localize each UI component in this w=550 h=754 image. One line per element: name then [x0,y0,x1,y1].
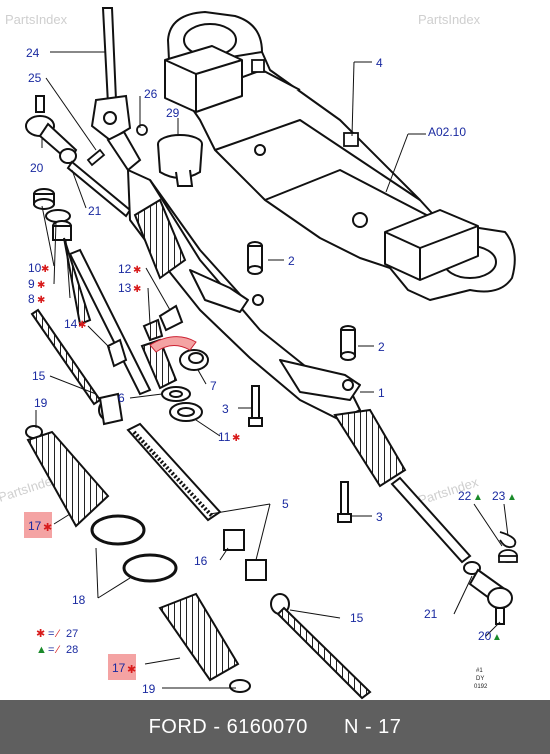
callout-13: 13 [118,281,132,295]
triangle-icon: ▲ [36,644,47,656]
housing-boot-right [333,408,407,488]
dust-cover-29 [157,134,203,187]
clip-18 [90,514,178,583]
rack-bar [126,422,222,522]
callout-15-lower: 15 [350,611,364,625]
tie-rod-right [390,476,513,625]
star-icon: ✱ [43,522,52,534]
star-icon: ✱ [37,280,45,291]
svg-text:=: = [48,628,54,640]
callout-10: 10 [28,261,42,275]
svg-text:=: = [48,644,54,656]
legend: ✱ = ⁄ 27 ▲ = ⁄ 28 [36,628,78,656]
tie-rod-end-left [25,95,132,218]
inner-tie-rod-left [30,308,124,426]
callout-20-upper: 20 [30,161,44,175]
footer-title: FORD - 6160070 [149,716,308,739]
footer-part-number: 6160070 [226,715,308,738]
bushing-2 [247,241,356,361]
legend-triangle-ref: 28 [66,644,78,656]
drawing-code: #1 DY 0192 [474,668,488,690]
star-icon: ✱ [133,284,141,295]
star-icon: ✱ [41,264,49,275]
callout-21-lower: 21 [424,607,438,621]
housing-boot-left [133,198,187,280]
callout-17-lower: 17 ✱ [108,654,136,680]
callout-16: 16 [194,554,208,568]
triangle-icon: ▲ [492,632,502,643]
svg-text:17: 17 [112,661,126,675]
callout-4: 4 [376,56,383,70]
callout-18: 18 [72,593,86,607]
callout-29: 29 [166,106,180,120]
pinion-parts [106,304,209,422]
inner-tie-rod-lower [270,593,372,700]
footer-bar: FORD - 6160070 N - 17 [0,700,550,754]
leader-lines [35,51,509,689]
callout-5: 5 [282,497,289,511]
svg-text:DY: DY [476,676,484,682]
callout-1: 1 [378,386,385,400]
bolt-3 [248,385,352,523]
star-icon: ✱ [37,295,45,306]
footer-separator: - [213,715,221,738]
legend-star-ref: 27 [66,628,78,640]
highlight-arrow [149,336,197,353]
callout-22: 22 [458,489,472,503]
callout-ref: A02.10 [428,125,466,139]
callout-25: 25 [28,71,42,85]
callout-12: 12 [118,262,132,276]
bolt-4 [251,59,359,147]
footer-brand: FORD [148,715,208,738]
boot-17-upper [25,425,110,528]
svg-text:#1: #1 [476,668,483,674]
callout-21-upper: 21 [88,204,102,218]
callout-19-lower: 19 [142,682,156,696]
star-icon: ✱ [133,265,141,276]
boot-17-lower [158,592,251,693]
callout-20-lower: 20 [478,629,492,643]
star-icon: ✱ [127,664,136,676]
bushing-16 [223,529,267,581]
callout-3-upper: 3 [222,402,229,416]
callout-7: 7 [210,379,217,393]
castle-nut [498,531,518,563]
callout-3-lower: 3 [376,510,383,524]
watermark-top-left: PartsIndex [5,12,68,27]
crossmember [164,11,516,301]
callout-24: 24 [26,46,40,60]
steering-shaft [90,7,142,172]
legend-star-row: ✱ = ⁄ 27 [36,628,78,640]
callout-8: 8 [28,292,35,306]
callout-15-upper: 15 [32,369,46,383]
svg-text:0192: 0192 [474,684,488,690]
footer-page: N - 17 [343,715,402,738]
marker-icons: ✱ ✱ ✱ ✱ ✱ ✱ ✱ ▲ ▲ ▲ [37,264,517,643]
callout-2-upper: 2 [288,254,295,268]
callout-labels: 24 25 26 29 4 A02.10 20 21 10 9 8 12 13 … [26,46,506,696]
triangle-icon: ▲ [473,492,483,503]
callout-17-upper: 17 ✱ [24,512,52,538]
callout-14: 14 [64,317,78,331]
triangle-icon: ▲ [507,492,517,503]
watermark-top-right: PartsIndex [418,12,481,27]
svg-text:⁄: ⁄ [54,628,61,640]
svg-text:⁄: ⁄ [54,644,61,656]
callout-2-lower: 2 [378,340,385,354]
callout-9: 9 [28,277,35,291]
callout-23: 23 [492,489,506,503]
svg-text:17: 17 [28,519,42,533]
star-icon: ✱ [36,628,45,640]
callout-19-upper: 19 [34,396,48,410]
pinion-seal-stack [33,188,152,396]
legend-triangle-row: ▲ = ⁄ 28 [36,644,78,656]
callout-11: 11 [218,430,231,444]
callout-26: 26 [144,87,158,101]
star-icon: ✱ [78,320,86,331]
star-icon: ✱ [232,433,240,444]
callout-6: 6 [118,391,125,405]
